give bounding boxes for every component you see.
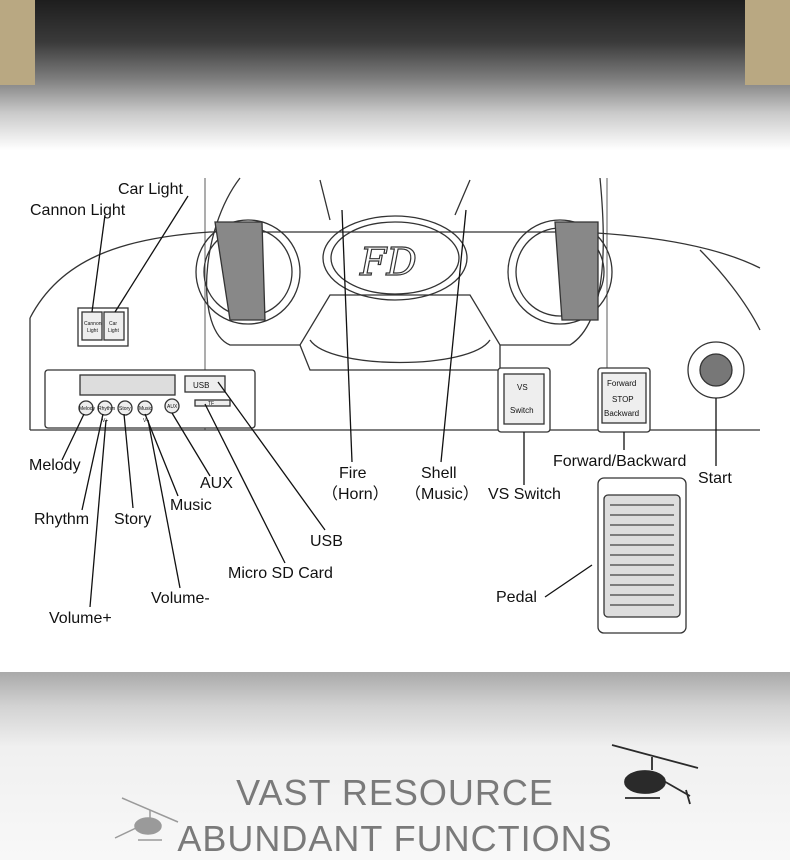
- vminus-text: V-: [143, 418, 148, 424]
- vplus-text: V+: [102, 418, 108, 424]
- btn-story: [117, 400, 133, 416]
- label-melody: Melody: [29, 457, 81, 474]
- top-pillar-right: [745, 0, 790, 85]
- footer-line-1: VAST RESOURCE: [236, 772, 554, 813]
- car-switch-text-2: Light: [108, 328, 119, 334]
- btn-melody-text: Melody: [79, 406, 96, 412]
- btn-story-text: Story: [119, 406, 131, 412]
- label-start: Start: [698, 470, 732, 487]
- label-cannon-light: Cannon Light: [30, 202, 126, 219]
- top-pillar-left: [0, 0, 35, 85]
- footer-line-2: ABUNDANT FUNCTIONS: [177, 818, 613, 859]
- btn-rhythm-text: Rhythm: [98, 406, 115, 412]
- label-volume-plus: Volume+: [49, 610, 112, 627]
- helicopter-left-icon: [114, 797, 179, 841]
- steering-wheel: [205, 177, 604, 346]
- label-story: Story: [114, 511, 151, 528]
- bottom-texture-band: [0, 672, 790, 860]
- label-pedal: Pedal: [496, 589, 537, 606]
- fwd-text-1: Forward: [607, 379, 636, 388]
- fwd-text-2: STOP: [612, 395, 634, 404]
- audio-display: [79, 374, 176, 396]
- label-music: Music: [170, 497, 212, 514]
- label-usb: USB: [310, 533, 343, 550]
- label-aux: AUX: [200, 475, 233, 492]
- helicopter-right-icon: [611, 744, 699, 805]
- gauge-right: [507, 219, 613, 325]
- fwd-text-3: Backward: [604, 409, 639, 418]
- btn-aux-text: AUX: [167, 404, 178, 410]
- label-micro-sd: Micro SD Card: [228, 565, 333, 582]
- label-fire: Fire: [339, 465, 367, 482]
- logo-ellipse: [322, 215, 468, 301]
- vs-text-2: Switch: [510, 406, 534, 415]
- vs-text-1: VS: [517, 383, 528, 392]
- dash-outline: [29, 231, 761, 319]
- usb-slot: [184, 375, 226, 393]
- label-rhythm: Rhythm: [34, 511, 89, 528]
- btn-rhythm: [97, 400, 113, 416]
- btn-music-text: Music: [139, 406, 153, 412]
- label-vs-switch: VS Switch: [488, 486, 561, 503]
- label-music-paren: （Music）: [405, 485, 479, 503]
- label-horn: （Horn）: [322, 485, 389, 503]
- label-volume-minus: Volume-: [151, 590, 210, 607]
- cannon-switch-text-1: Cannon: [84, 321, 102, 327]
- cannon-switch-text-2: Light: [87, 328, 98, 334]
- gauge-left: [195, 219, 301, 325]
- btn-melody: [78, 400, 94, 416]
- usb-slot-text: USB: [193, 381, 209, 390]
- tf-slot: [194, 399, 231, 407]
- car-switch-text-1: Car: [109, 321, 117, 327]
- top-photo-band: [0, 0, 790, 150]
- label-shell: Shell: [421, 465, 457, 482]
- start-button-inner: [699, 353, 733, 387]
- label-forward-backward: Forward/Backward: [553, 453, 686, 470]
- car-light-switch: [103, 311, 125, 341]
- tf-slot-text: TF: [208, 401, 214, 407]
- label-car-light: Car Light: [118, 181, 183, 198]
- logo-text: FD: [359, 240, 417, 284]
